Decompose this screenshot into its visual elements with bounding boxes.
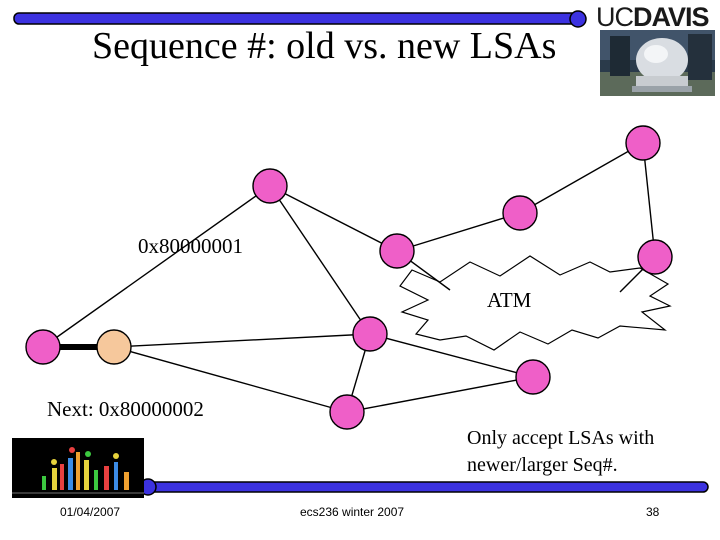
link: [396, 212, 521, 252]
router-node: [625, 125, 661, 161]
link: [113, 346, 348, 413]
link: [519, 142, 644, 214]
link: [42, 185, 271, 348]
link: [269, 185, 371, 335]
link: [269, 185, 398, 252]
explanation-note: Only accept LSAs with newer/larger Seq#.: [467, 425, 654, 479]
footer-page-number: 38: [646, 505, 660, 519]
brand-davis: DAVIS: [633, 2, 710, 32]
router-node: [502, 195, 538, 231]
atm-cloud: [399, 255, 672, 351]
footer-date: 01/04/2007: [60, 505, 121, 519]
slide-title: Sequence #: old vs. new LSAs: [92, 25, 557, 67]
ucdavis-logo: UCDAVIS: [596, 2, 710, 33]
atm-label: ATM: [487, 288, 532, 312]
router-node: [25, 329, 61, 365]
router-node: [379, 233, 415, 269]
brand-uc: UC: [596, 2, 634, 32]
nodes: [25, 125, 673, 430]
footer-course: ecs236 winter 2007: [300, 505, 405, 519]
decorative-thumbnail: [12, 438, 144, 498]
router-node: [637, 239, 673, 275]
link: [642, 142, 656, 258]
bottom-blue-bar: [139, 478, 709, 496]
note-line: Only accept LSAs with: [467, 427, 655, 449]
router-node: [515, 359, 551, 395]
new-router-node: [96, 329, 132, 365]
next-seq-label: Next: 0x80000002: [47, 397, 204, 421]
note-line: newer/larger Seq#.: [467, 454, 618, 476]
router-node: [252, 168, 288, 204]
link: [346, 376, 534, 413]
campus-photo: [600, 30, 715, 96]
top-blue-bar: [13, 10, 587, 28]
old-seq-label: 0x80000001: [138, 234, 243, 258]
router-node: [352, 316, 388, 352]
link: [369, 333, 534, 378]
router-node: [329, 394, 365, 430]
link: [113, 333, 371, 348]
